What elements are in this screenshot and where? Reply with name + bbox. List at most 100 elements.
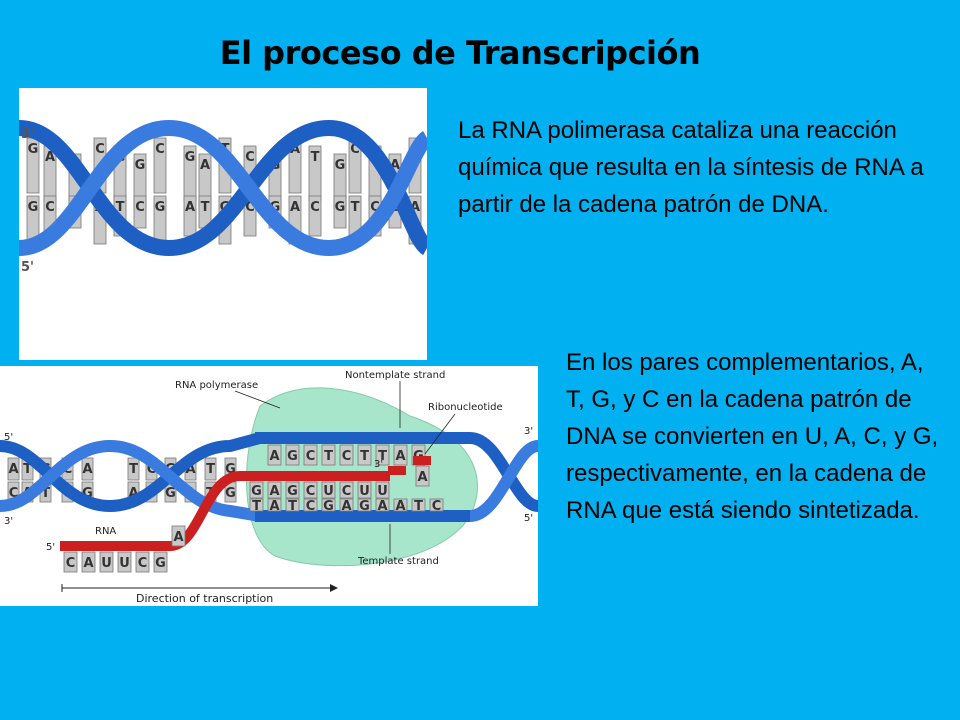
template-base-2-tile: [285, 498, 300, 512]
rna-bubble-base-4-tile: [321, 481, 336, 499]
dna-base-top-7: G: [185, 150, 196, 165]
left-base-bottom-7: G: [165, 486, 176, 501]
dna-base-bottom-10: C: [245, 200, 255, 215]
template-base-0: T: [252, 499, 261, 514]
template-base-1-tile: [267, 498, 282, 512]
label-rna-5prime: 5': [46, 542, 55, 553]
nontemplate-base-1-tile: [285, 444, 300, 466]
left-strand-b: [0, 439, 261, 522]
dna-base-top-6-tile: [153, 137, 167, 194]
left-base-top-4-tile: [81, 457, 94, 481]
label-3prime: 3': [21, 127, 34, 142]
template-base-10: C: [432, 499, 442, 514]
rna-tail-base-3-tile: [117, 551, 132, 573]
rna-bubble-base-3: C: [306, 484, 316, 499]
nontemplate-base-2: C: [306, 449, 316, 464]
label-nontemplate-strand: Nontemplate strand: [345, 370, 445, 381]
paragraph-complementary-pairs: En los pares complementarios, A, T, G, y…: [566, 349, 939, 524]
label-left-5prime: 5': [4, 432, 13, 443]
rna-tail-base-1: A: [83, 556, 93, 571]
rna-bubble-base-1: A: [269, 484, 279, 499]
ribonucleotide-piece: [413, 456, 431, 465]
ribonucleotide-base: A: [417, 470, 427, 485]
dna-base-bottom-11: G: [270, 200, 281, 215]
rna-tail-base-6-tile: [171, 525, 186, 547]
rna-bubble-base-7-tile: [375, 481, 390, 499]
nontemplate-base-5-tile: [357, 444, 372, 466]
dna-base-top-15: C: [350, 142, 360, 157]
dna-base-top-10: C: [245, 150, 255, 165]
left-base-bottom-2: T: [41, 486, 50, 501]
dna-base-top-6: C: [155, 142, 165, 157]
paragraph-rna-polymerase: La RNA polimerasa cataliza una reacción …: [458, 117, 924, 218]
nontemplate-base-6-tile: [375, 444, 390, 466]
rna-tail-base-2: U: [101, 556, 112, 571]
left-base-top-9-tile: [204, 457, 217, 481]
dna-base-bottom-13: C: [310, 200, 320, 215]
label-right-3prime: 3': [524, 426, 533, 437]
template-base-5: A: [341, 499, 351, 514]
template-base-5-tile: [339, 498, 354, 512]
rna-tail-base-3: U: [119, 556, 130, 571]
template-base-9-tile: [411, 498, 426, 512]
rna-bubble-base-2: G: [287, 484, 298, 499]
template-base-4-tile: [321, 498, 336, 512]
left-base-top-1: T: [23, 462, 32, 477]
label-rna-3prime: 3': [374, 459, 383, 470]
template-base-2: T: [288, 499, 297, 514]
label-ribonucleotide: Ribonucleotide: [428, 402, 503, 413]
rna-bubble-base-4: U: [323, 484, 334, 499]
dna-base-bottom-0: G: [28, 200, 39, 215]
left-base-top-5: T: [129, 462, 138, 477]
template-base-0-tile: [249, 498, 264, 512]
label-rna: RNA: [95, 526, 116, 537]
template-base-7: A: [377, 499, 387, 514]
left-base-top-10: G: [225, 462, 236, 477]
left-base-top-5-tile: [127, 457, 140, 481]
dna-base-top-13: T: [311, 150, 320, 165]
left-base-top-8: A: [185, 462, 195, 477]
dna-base-bottom-15: T: [351, 200, 360, 215]
nontemplate-base-0: A: [269, 449, 279, 464]
rna-tail-base-6: A: [173, 530, 183, 545]
bubble-bases: AGCTCTTAGGAGCUCUUATATCGAGAATC: [249, 444, 444, 514]
rna-bubble-base-2-tile: [285, 481, 300, 499]
rna-tail-base-2-tile: [99, 551, 114, 573]
template-base-10-tile: [429, 498, 444, 512]
rna-tail-base-5: G: [155, 556, 166, 571]
right-strand-b: [468, 440, 538, 522]
dna-base-top-14: G: [335, 158, 346, 173]
nontemplate-base-7: A: [395, 449, 405, 464]
left-base-bottom-4: G: [82, 486, 93, 501]
rna-tail-base-0-tile: [63, 551, 78, 573]
nontemplate-base-0-tile: [267, 444, 282, 466]
rna-tail-base-1-tile: [81, 551, 96, 573]
label-template-strand: Template strand: [357, 556, 439, 567]
ribonucleotide-base-tile: [415, 465, 430, 487]
direction-arrow-head: [330, 584, 338, 592]
dna-base-bottom-8: T: [201, 200, 210, 215]
rna-tail-base-5-tile: [153, 551, 168, 573]
rna-new-piece: [388, 466, 406, 475]
dna-base-bottom-14: G: [335, 200, 346, 215]
dna-base-bottom-18: A: [410, 200, 420, 215]
slide-title: El proceso de Transcripción: [219, 34, 701, 72]
left-base-top-0: A: [8, 462, 18, 477]
template-base-7-tile: [375, 498, 390, 512]
label-right-5prime: 5': [524, 513, 533, 524]
nontemplate-base-4: C: [342, 449, 352, 464]
dna-base-top-3: C: [95, 142, 105, 157]
left-base-bottom-5: A: [128, 486, 138, 501]
template-base-8: A: [395, 499, 405, 514]
left-base-bottom-10: G: [225, 486, 236, 501]
dna-base-top-1: A: [45, 150, 55, 165]
dna-base-bottom-4: T: [116, 200, 125, 215]
dna-base-bottom-5-tile: [133, 195, 147, 229]
nontemplate-base-6: T: [378, 449, 387, 464]
dna-base-bottom-12: A: [290, 200, 300, 215]
dna-base-top-5: G: [135, 158, 146, 173]
